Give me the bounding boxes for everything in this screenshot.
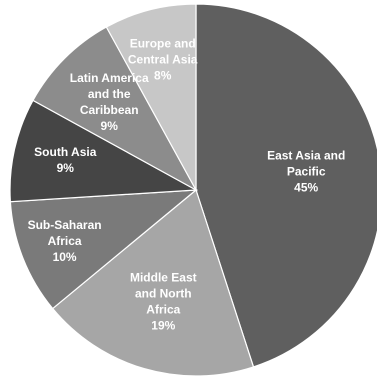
pie-slice-2	[51, 188, 255, 377]
pie-slices	[9, 3, 377, 377]
pie-slice-4	[9, 99, 199, 203]
slice-category-label: Caribbean	[80, 103, 139, 117]
slice-value-label: 9%	[57, 161, 75, 175]
pie-slice-5	[32, 26, 198, 192]
slice-category-label: Pacific	[287, 165, 326, 179]
slice-category-label: Central Asia	[128, 52, 198, 66]
pie-slice-3	[9, 189, 198, 310]
slice-category-label: Europe and	[130, 36, 196, 50]
slice-value-label: 9%	[101, 119, 119, 133]
pie-slice-1	[195, 3, 377, 368]
pie-slice-6	[105, 3, 197, 191]
slice-category-label: Sub-Saharan	[28, 218, 102, 232]
slice-value-label: 45%	[294, 181, 318, 195]
slice-category-label: and the	[88, 87, 131, 101]
slice-category-label: South Asia	[34, 145, 97, 159]
slice-category-label: Africa	[146, 303, 180, 317]
slice-value-label: 10%	[53, 250, 77, 264]
slice-category-label: East Asia and	[267, 149, 345, 163]
slice-category-label: Latin America	[70, 71, 149, 85]
slice-category-label: Middle East	[130, 271, 197, 285]
slice-value-label: 19%	[151, 319, 175, 333]
pie-slice-label-4: South Asia 9%	[34, 145, 97, 175]
slice-category-label: Africa	[48, 234, 82, 248]
slice-value-label: 8%	[154, 68, 172, 82]
slice-category-label: and North	[135, 287, 192, 301]
